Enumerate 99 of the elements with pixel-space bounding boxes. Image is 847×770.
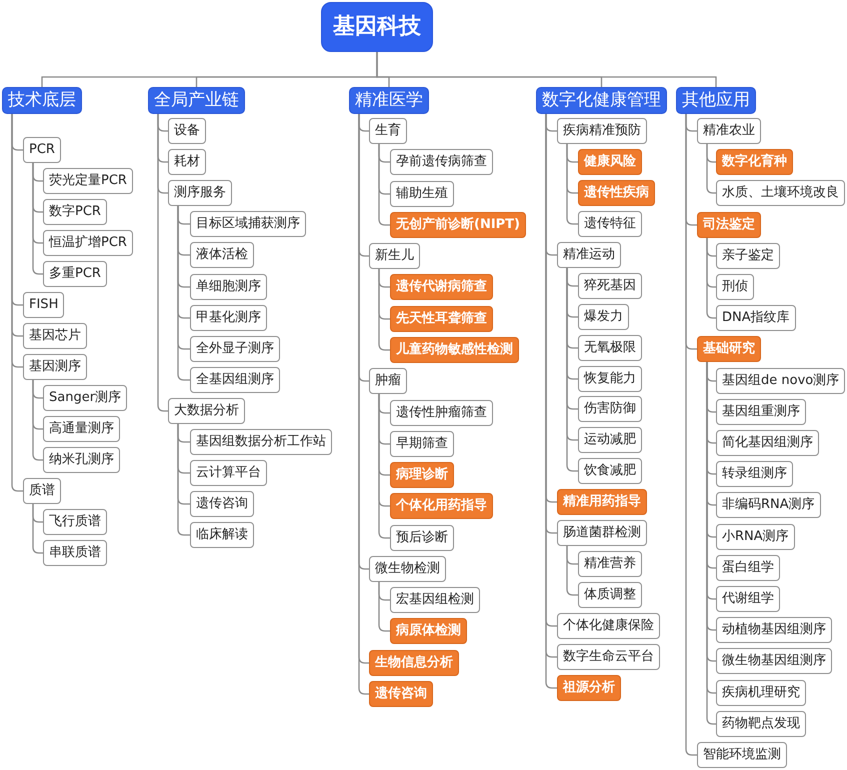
- topic-box: FISH: [23, 292, 64, 318]
- topic-box: 飞行质谱: [43, 509, 107, 535]
- highlighted-topic-box: 精准用药指导: [557, 489, 647, 515]
- topic-box: 无氧极限: [578, 335, 642, 361]
- topic-box: 亲子鉴定: [716, 243, 780, 269]
- topic-box: 猝死基因: [578, 273, 642, 299]
- highlighted-topic-box: 病理诊断: [390, 462, 454, 488]
- topic-box: 基因组数据分析工作站: [190, 429, 332, 455]
- topic-box: 药物靶点发现: [716, 711, 806, 737]
- topic-box: 临床解读: [190, 522, 254, 548]
- topic-box: 微生物检测: [369, 556, 446, 582]
- topic-box: 恒温扩增PCR: [43, 230, 133, 256]
- topic-box: 刑侦: [716, 274, 754, 300]
- connector-line: [376, 52, 717, 87]
- highlighted-topic-box: 无创产前诊断(NIPT): [390, 212, 526, 238]
- topic-box: 甲基化测序: [190, 305, 267, 331]
- topic-box: 精准农业: [697, 118, 761, 144]
- topic-box: 测序服务: [168, 180, 232, 206]
- topic-box: 孕前遗传病筛查: [390, 149, 493, 175]
- topic-box: 云计算平台: [190, 460, 267, 486]
- category-box: 其他应用: [676, 87, 756, 114]
- highlighted-topic-box: 健康风险: [578, 149, 642, 175]
- topic-box: 质谱: [23, 478, 61, 504]
- category-box: 数字化健康管理: [536, 87, 667, 114]
- topic-box: Sanger测序: [43, 385, 128, 411]
- category-box: 技术底层: [2, 87, 82, 114]
- highlighted-topic-box: 病原体检测: [390, 618, 467, 644]
- topic-box: 遗传咨询: [190, 491, 254, 517]
- topic-box: 疾病机理研究: [716, 680, 806, 706]
- topic-box: 耗材: [168, 149, 206, 175]
- topic-box: 恢复能力: [578, 366, 642, 392]
- topic-box: 微生物基因组测序: [716, 648, 832, 674]
- topic-box: 早期筛查: [390, 431, 454, 457]
- category-box: 全局产业链: [148, 87, 245, 114]
- highlighted-topic-box: 生物信息分析: [369, 650, 459, 676]
- highlighted-topic-box: 司法鉴定: [697, 212, 761, 238]
- topic-box: 设备: [168, 118, 206, 144]
- connector-line: [157, 114, 168, 412]
- topic-box: 高通量测序: [43, 416, 120, 442]
- topic-box: 多重PCR: [43, 261, 107, 287]
- connector-line: [11, 114, 23, 492]
- topic-box: 数字PCR: [43, 199, 107, 225]
- topic-box: 精准运动: [557, 242, 621, 268]
- topic-box: 基因测序: [23, 354, 87, 380]
- topic-box: 水质、土壤环境改良: [716, 180, 845, 206]
- highlighted-topic-box: 先天性耳聋筛查: [390, 306, 493, 332]
- topic-box: 生育: [369, 118, 407, 144]
- connector-line: [706, 144, 716, 194]
- topic-box: 疾病精准预防: [557, 118, 647, 144]
- topic-box: 肠道菌群检测: [557, 520, 647, 546]
- topic-box: 伤害防御: [578, 396, 642, 422]
- topic-box: 数字生命云平台: [557, 644, 660, 670]
- topic-box: 辅助生殖: [390, 181, 454, 207]
- topic-box: 宏基因组检测: [390, 587, 480, 613]
- highlighted-topic-box: 遗传性疾病: [578, 180, 655, 206]
- topic-box: PCR: [23, 137, 61, 163]
- topic-box: 饮食减肥: [578, 458, 642, 484]
- topic-box: 基因组de novo测序: [716, 368, 846, 394]
- topic-box: 液体活检: [190, 242, 254, 268]
- highlighted-topic-box: 个体化用药指导: [390, 493, 493, 519]
- topic-box: 蛋白组学: [716, 555, 780, 581]
- category-box: 精准医学: [349, 87, 429, 114]
- topic-box: 目标区域捕获测序: [190, 211, 306, 237]
- topic-box: 遗传性肿瘤筛查: [390, 400, 493, 426]
- topic-box: 大数据分析: [168, 398, 245, 424]
- topic-box: 基因芯片: [23, 323, 87, 349]
- topic-box: 新生儿: [369, 243, 420, 269]
- topic-box: DNA指纹库: [716, 305, 796, 331]
- highlighted-topic-box: 遗传咨询: [369, 681, 433, 707]
- highlighted-topic-box: 数字化育种: [716, 149, 793, 175]
- topic-box: 荧光定量PCR: [43, 168, 133, 194]
- topic-box: 运动减肥: [578, 427, 642, 453]
- topic-box: 单细胞测序: [190, 274, 267, 300]
- topic-box: 转录组测序: [716, 461, 793, 487]
- connector-line: [706, 238, 716, 319]
- topic-box: 全外显子测序: [190, 336, 280, 362]
- topic-box: 爆发力: [578, 304, 629, 330]
- topic-box: 串联质谱: [43, 540, 107, 566]
- topic-box: 肿瘤: [369, 368, 407, 394]
- topic-box: 体质调整: [578, 582, 642, 608]
- topic-box: 基因组重测序: [716, 399, 806, 425]
- topic-box: 小RNA测序: [716, 524, 795, 550]
- topic-box: 全基因组测序: [190, 367, 280, 393]
- topic-box: 非编码RNA测序: [716, 492, 821, 518]
- topic-box: 纳米孔测序: [43, 447, 120, 473]
- topic-box: 代谢组学: [716, 586, 780, 612]
- central-topic-box: 基因科技: [321, 2, 433, 52]
- topic-box: 预后诊断: [390, 525, 454, 551]
- highlighted-topic-box: 儿童药物敏感性检测: [390, 337, 519, 363]
- topic-box: 遗传特征: [578, 211, 642, 237]
- topic-box: 简化基因组测序: [716, 430, 819, 456]
- topic-box: 动植物基因组测序: [716, 617, 832, 643]
- topic-box: 个体化健康保险: [557, 613, 660, 639]
- connector-line: [566, 268, 578, 472]
- topic-box: 精准营养: [578, 551, 642, 577]
- highlighted-topic-box: 遗传代谢病筛查: [390, 274, 493, 300]
- highlighted-topic-box: 祖源分析: [557, 675, 621, 701]
- highlighted-topic-box: 基础研究: [697, 336, 761, 362]
- topic-box: 智能环境监测: [697, 742, 787, 768]
